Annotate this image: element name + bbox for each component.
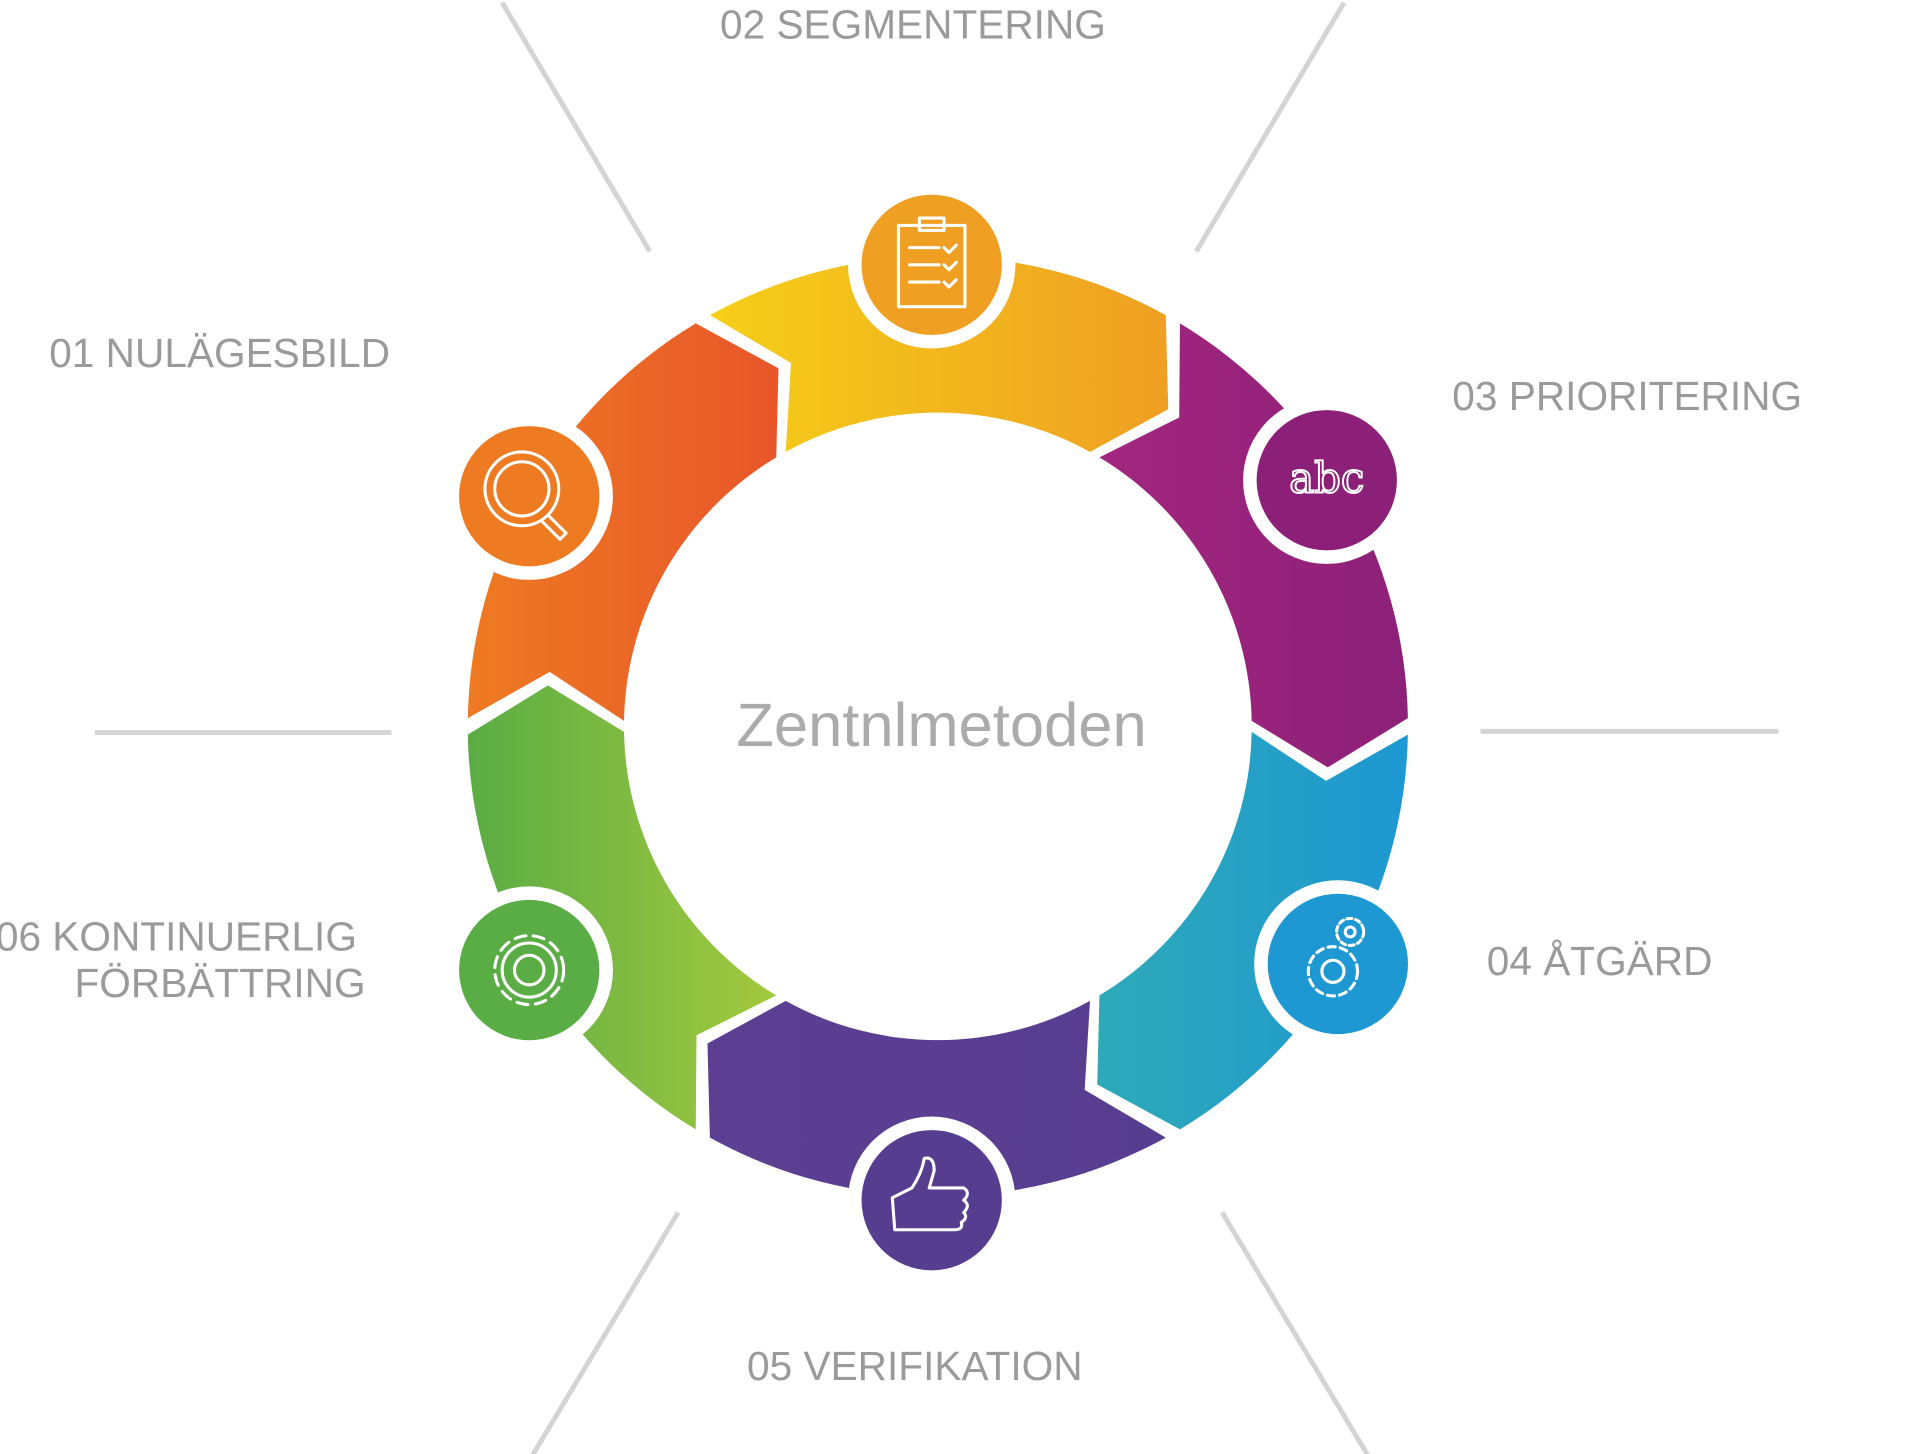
- thumbs-up-icon: [890, 1156, 969, 1232]
- spoke-line: [500, 1, 652, 253]
- ring-segment-03: [1099, 323, 1408, 768]
- spoke-lines: [94, 1, 1779, 1454]
- step-badge-05: [848, 1116, 1016, 1284]
- gears-icon: [1306, 916, 1366, 998]
- step-badge-04: [1254, 880, 1422, 1048]
- spoke-line: [1220, 1211, 1370, 1454]
- step-label-02: 02 SEGMENTERING: [720, 1, 1106, 47]
- ring-segment-04: [1097, 731, 1408, 1130]
- step-label-03: 03 PRIORITERING: [1452, 373, 1802, 419]
- step-label-05: 05 VERIFIKATION: [747, 1343, 1082, 1389]
- center-title: Zentnlmetoden: [736, 691, 1146, 760]
- ring-segment-01: [467, 323, 779, 721]
- step-badge-06: [445, 886, 613, 1054]
- badge-circle: [1267, 893, 1408, 1035]
- step-badge-03: abc: [1243, 396, 1411, 564]
- step-label-06-line1: 06 KONTINUERLIG: [0, 913, 357, 959]
- ring-segment-02: [709, 256, 1169, 452]
- gear-icon: [493, 934, 566, 1007]
- svg-text:abc: abc: [1289, 454, 1364, 503]
- clipboard-checklist-icon: [896, 216, 967, 309]
- step-badges: abc: [445, 181, 1422, 1284]
- ring-segments: [467, 256, 1408, 1197]
- step-badge-02: [848, 181, 1016, 349]
- step-label-04: 04 ÅTGÄRD: [1487, 938, 1713, 984]
- badge-circle: [459, 899, 600, 1041]
- magnifier-icon: [483, 450, 568, 541]
- spoke-line: [1194, 1, 1347, 253]
- abc-icon: abc: [1288, 453, 1365, 504]
- ring-segment-05: [707, 1000, 1166, 1197]
- badge-circle: [459, 426, 600, 567]
- badge-circle: [1256, 410, 1397, 551]
- step-badge-01: [445, 412, 613, 580]
- ring-segment-06: [467, 685, 777, 1130]
- step-label-06-line2: FÖRBÄTTRING: [75, 960, 366, 1006]
- badge-circle: [861, 1130, 1002, 1271]
- spoke-line: [530, 1211, 681, 1454]
- step-label-01: 01 NULÄGESBILD: [49, 330, 390, 376]
